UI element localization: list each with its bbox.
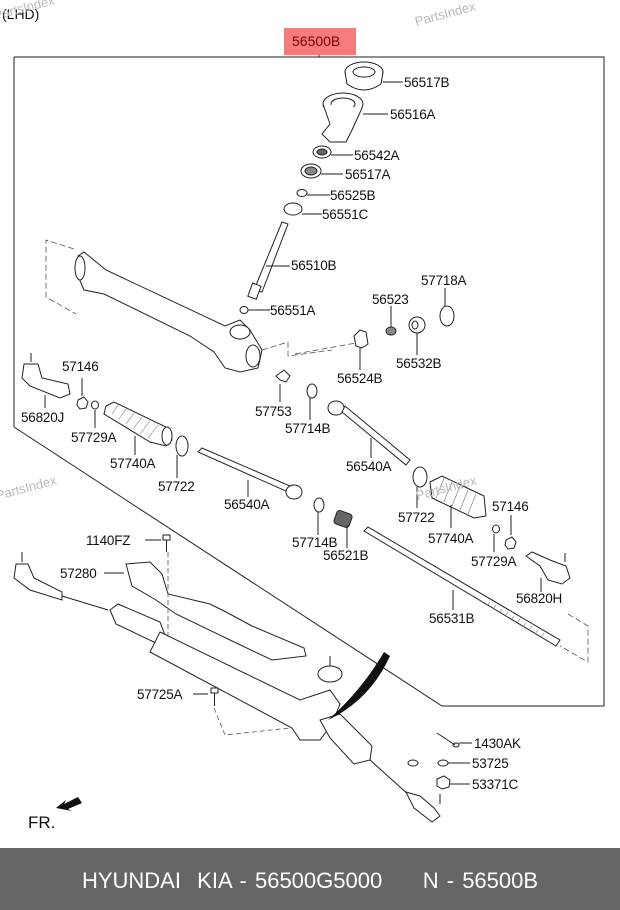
part-label-56521B[interactable]: 56521B (323, 548, 369, 563)
part-56820H-tie-rod-end[interactable] (525, 551, 571, 585)
part-label-56517B[interactable]: 56517B (404, 75, 450, 90)
part-label-1430AK[interactable]: 1430AK (474, 736, 521, 751)
part-label-56540A-right[interactable]: 56540A (346, 459, 392, 474)
part-57146-nut-left[interactable] (76, 396, 89, 410)
assembled-rack-view[interactable] (13, 552, 441, 823)
part-56524B-plug[interactable] (353, 329, 369, 349)
part-label-56531B[interactable]: 56531B (429, 611, 475, 626)
part-label-56820H[interactable]: 56820H (516, 591, 563, 606)
part-57718A-ring[interactable] (439, 305, 455, 327)
assembly-code: 56500B (292, 33, 341, 49)
part-label-56540A-left[interactable]: 56540A (224, 497, 270, 512)
part-label-53725[interactable]: 53725 (472, 756, 509, 771)
assembly-arrow (328, 652, 390, 720)
part-label-57714B-upper[interactable]: 57714B (285, 421, 331, 436)
part-57722-band-right[interactable] (412, 466, 428, 488)
front-direction-arrow-icon (56, 797, 82, 811)
part-label-57146-left[interactable]: 57146 (62, 359, 99, 374)
part-56540A-inner-rod-left[interactable] (197, 447, 303, 500)
part-label-56516A[interactable]: 56516A (390, 107, 436, 122)
part-56510B-pinion-shaft[interactable] (247, 221, 289, 300)
part-56820J-tie-rod-end[interactable] (21, 353, 71, 399)
part-label-56551A[interactable]: 56551A (270, 303, 316, 318)
part-57280-heat-shield[interactable] (125, 561, 307, 661)
part-label-56517A[interactable]: 56517A (345, 167, 391, 182)
part-53725-washer[interactable] (407, 759, 419, 767)
part-label-57714B-lower[interactable]: 57714B (292, 535, 338, 550)
part-label-57722-right[interactable]: 57722 (398, 510, 435, 525)
part-label-57740A-left[interactable]: 57740A (110, 456, 156, 471)
part-label-56525B[interactable]: 56525B (330, 188, 376, 203)
part-label-56532B[interactable]: 56532B (396, 356, 442, 371)
part-56525B-ring[interactable] (296, 189, 308, 197)
part-56517A-bearing[interactable] (300, 163, 322, 179)
part-56531B-rack-bar[interactable] (363, 526, 561, 647)
assembly-boundary (13, 56, 605, 707)
part-56532B-yoke[interactable] (408, 316, 426, 334)
part-57729A-clip-left[interactable] (91, 400, 99, 410)
part-57729A-clip-right[interactable] (492, 524, 500, 534)
part-label-56523[interactable]: 56523 (372, 292, 409, 307)
variant-label: (LHD) (2, 6, 40, 22)
part-56540A-inner-rod-right[interactable] (327, 400, 411, 466)
part-label-56510B[interactable]: 56510B (291, 258, 337, 273)
part-label-57280[interactable]: 57280 (60, 566, 97, 581)
part-label-57729A-right[interactable]: 57729A (471, 554, 517, 569)
part-57714B-ring-upper[interactable] (306, 383, 318, 399)
part-56542A-seal[interactable] (312, 145, 332, 159)
part-label-57729A-left[interactable]: 57729A (71, 430, 117, 445)
part-57740A-boot-right[interactable] (429, 475, 487, 519)
part-label-57740A-right[interactable]: 57740A (428, 531, 474, 546)
part-56521B-bushing[interactable] (333, 510, 353, 529)
part-56523-plug[interactable] (385, 326, 397, 336)
part-57146-nut-right[interactable] (504, 536, 517, 550)
part-label-57146-right[interactable]: 57146 (492, 499, 529, 514)
part-56551C-ring[interactable] (283, 202, 303, 216)
footer-bar: HYUNDAI KIA - 56500G5000 N - 56500B (0, 848, 620, 910)
part-53725-washer-2[interactable] (437, 759, 449, 767)
part-label-57718A[interactable]: 57718A (421, 273, 467, 288)
part-label-57722-left[interactable]: 57722 (158, 479, 195, 494)
part-53371C-nut[interactable] (436, 775, 451, 790)
front-direction-label: FR. (28, 813, 56, 832)
part-56516A-housing[interactable] (321, 92, 364, 143)
part-label-56551C[interactable]: 56551C (322, 207, 369, 222)
part-label-56524B[interactable]: 56524B (337, 371, 383, 386)
part-57714B-ring-lower[interactable] (313, 497, 325, 513)
part-56517B-ring[interactable] (344, 61, 384, 91)
part-57725A-bolt[interactable] (210, 687, 219, 706)
part-label-56820J[interactable]: 56820J (21, 410, 65, 425)
part-rack-housing-upper[interactable] (74, 251, 263, 373)
part-1140FZ-bolt[interactable] (162, 534, 171, 552)
part-label-1140FZ[interactable]: 1140FZ (86, 533, 131, 548)
part-56551A-bushing[interactable] (239, 306, 249, 314)
part-label-57725A[interactable]: 57725A (137, 687, 183, 702)
part-1430AK-cotter-pin[interactable] (436, 732, 460, 748)
part-label-57753[interactable]: 57753 (255, 404, 292, 419)
part-57753-clip[interactable] (275, 369, 291, 383)
part-57740A-boot-left[interactable] (103, 401, 173, 447)
footer-part-number: HYUNDAI KIA - 56500G5000 N - 56500B (81, 868, 539, 893)
parts-diagram (13, 55, 605, 823)
assembly-code-badge[interactable]: 56500B (284, 28, 356, 55)
part-label-56542A[interactable]: 56542A (354, 148, 400, 163)
part-label-53371C[interactable]: 53371C (472, 777, 519, 792)
part-57722-band-left[interactable] (175, 435, 189, 457)
